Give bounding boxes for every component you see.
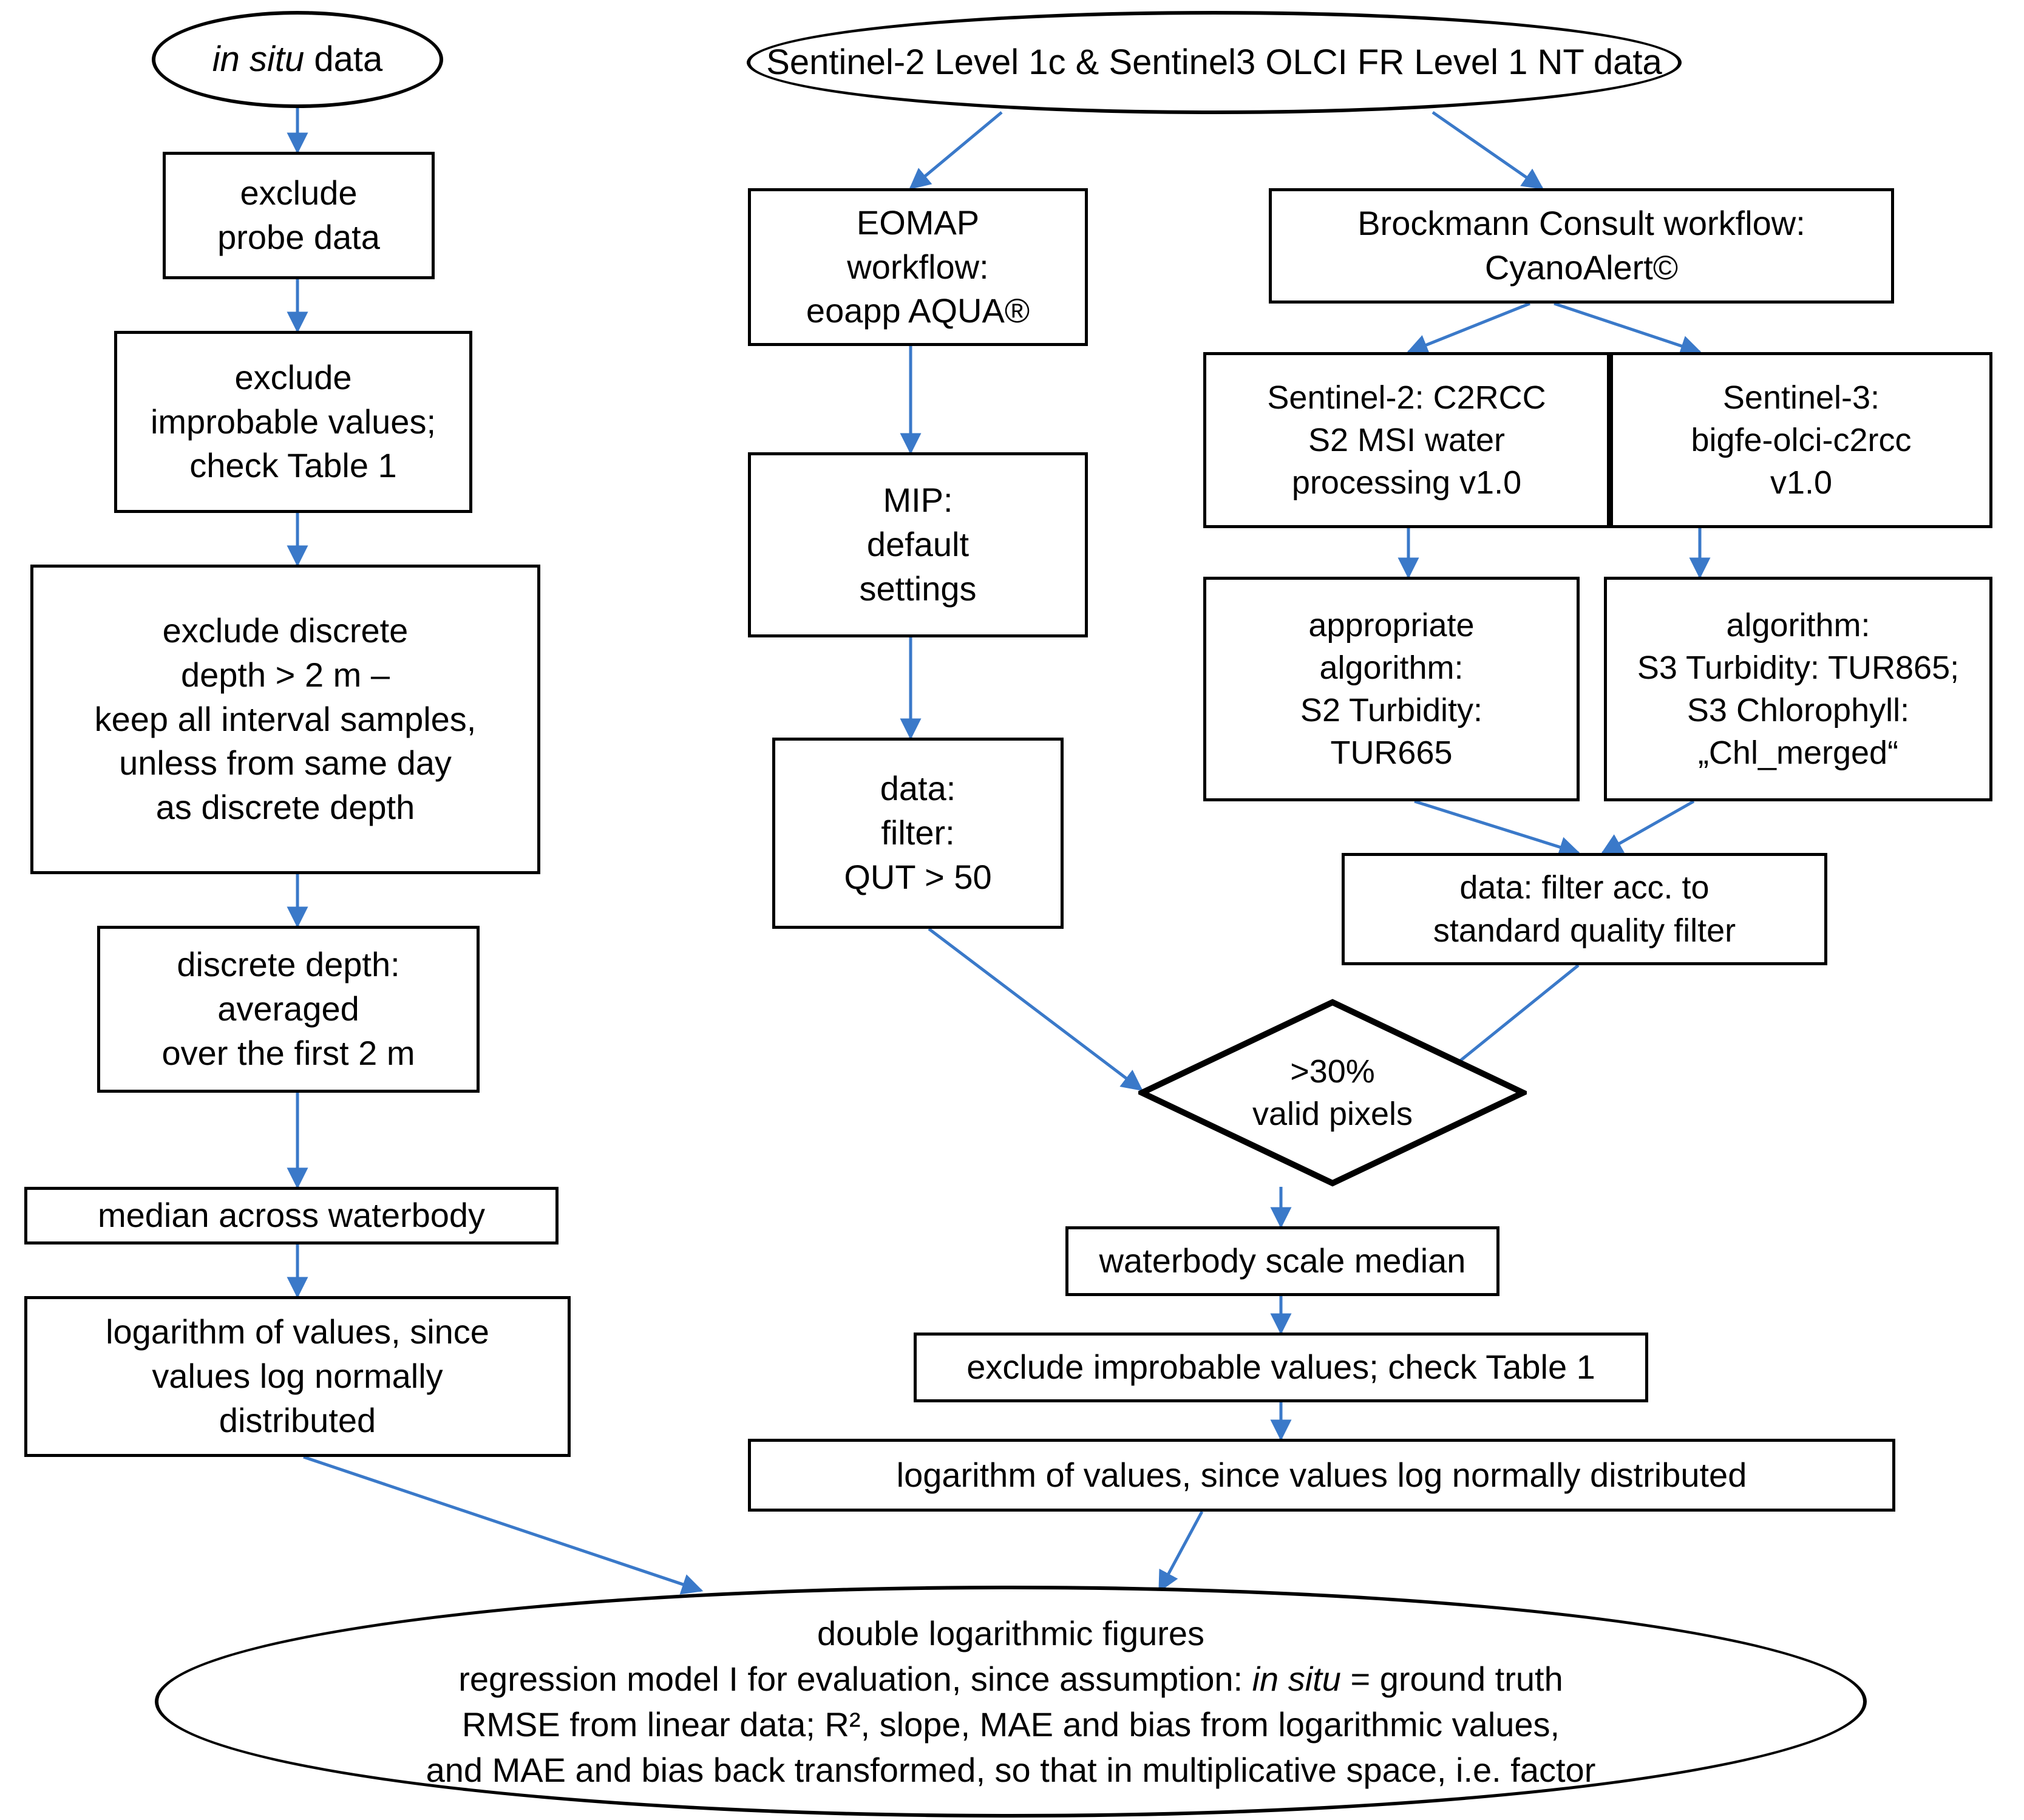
edge-source-to-eomap bbox=[909, 111, 1003, 190]
node-sentinel-source[interactable]: Sentinel-2 Level 1c & Sentinel3 OLCI FR … bbox=[747, 11, 1682, 114]
node-mip-default-settings[interactable]: MIP: default settings bbox=[748, 452, 1088, 637]
node-logarithm-right[interactable]: logarithm of values, since values log no… bbox=[748, 1439, 1895, 1512]
node-brockmann-workflow[interactable]: Brockmann Consult workflow: CyanoAlert© bbox=[1269, 188, 1894, 304]
edge-source-to-brockmann bbox=[1431, 110, 1544, 190]
edge-brockmann-to-s3 bbox=[1554, 302, 1702, 356]
edge-log-to-final bbox=[303, 1455, 704, 1595]
node-valid-pixels-decision[interactable]: >30% valid pixels bbox=[1138, 999, 1527, 1187]
edge-filter-to-decision bbox=[928, 928, 1143, 1092]
node-discrete-depth-averaged[interactable]: discrete depth: averaged over the first … bbox=[97, 926, 480, 1093]
node-exclude-probe-data[interactable]: exclude probe data bbox=[163, 152, 435, 279]
node-s3-algorithm[interactable]: algorithm: S3 Turbidity: TUR865; S3 Chlo… bbox=[1604, 577, 1992, 801]
node-s3-bigfe[interactable]: Sentinel-3: bigfe-olci-c2rcc v1.0 bbox=[1610, 352, 1992, 528]
edge-brockmann-to-s2 bbox=[1406, 302, 1530, 355]
node-eomap-workflow[interactable]: EOMAP workflow: eoapp AQUA® bbox=[748, 188, 1088, 346]
edge-s3alg-to-quality bbox=[1600, 800, 1695, 855]
node-exclude-improbable-values-left[interactable]: exclude improbable values; check Table 1 bbox=[114, 331, 472, 513]
node-logarithm-left[interactable]: logarithm of values, since values log no… bbox=[24, 1296, 571, 1457]
final-line-4: and MAE and bias back transformed, so th… bbox=[426, 1751, 1596, 1790]
node-exclude-discrete-depth[interactable]: exclude discrete depth > 2 m – keep all … bbox=[30, 565, 540, 874]
valid-pixels-label: >30% valid pixels bbox=[1252, 1053, 1413, 1132]
node-final-evaluation[interactable]: double logarithmic figures regression mo… bbox=[155, 1586, 1867, 1818]
node-data-filter-qut[interactable]: data: filter: QUT > 50 bbox=[772, 738, 1064, 929]
node-s2-algorithm[interactable]: appropriate algorithm: S2 Turbidity: TUR… bbox=[1203, 577, 1580, 801]
in-situ-italic: in situ bbox=[212, 39, 305, 80]
final-line-2: regression model I for evaluation, since… bbox=[458, 1656, 1563, 1702]
final-in-situ-italic: in situ bbox=[1252, 1659, 1341, 1698]
final-line-3: RMSE from linear data; R², slope, MAE an… bbox=[461, 1705, 1560, 1744]
in-situ-rest: data bbox=[304, 39, 383, 80]
node-s2-c2rcc[interactable]: Sentinel-2: C2RCC S2 MSI water processin… bbox=[1203, 352, 1610, 528]
final-line-2a: regression model I for evaluation, since… bbox=[458, 1659, 1252, 1698]
final-line-1: double logarithmic figures bbox=[817, 1614, 1205, 1652]
node-exclude-improbable-values-right[interactable]: exclude improbable values; check Table 1 bbox=[914, 1333, 1648, 1402]
node-in-situ-data[interactable]: in situ data bbox=[152, 11, 443, 108]
in-situ-data-label: in situ data bbox=[212, 36, 383, 82]
final-line-2b: = ground truth bbox=[1340, 1659, 1563, 1698]
node-standard-quality-filter[interactable]: data: filter acc. to standard quality fi… bbox=[1342, 853, 1827, 965]
edge-s2alg-to-quality bbox=[1414, 800, 1581, 858]
node-median-across-waterbody[interactable]: median across waterbody bbox=[24, 1187, 559, 1244]
node-waterbody-scale-median[interactable]: waterbody scale median bbox=[1065, 1226, 1499, 1296]
edge-logright-to-final bbox=[1158, 1510, 1204, 1593]
